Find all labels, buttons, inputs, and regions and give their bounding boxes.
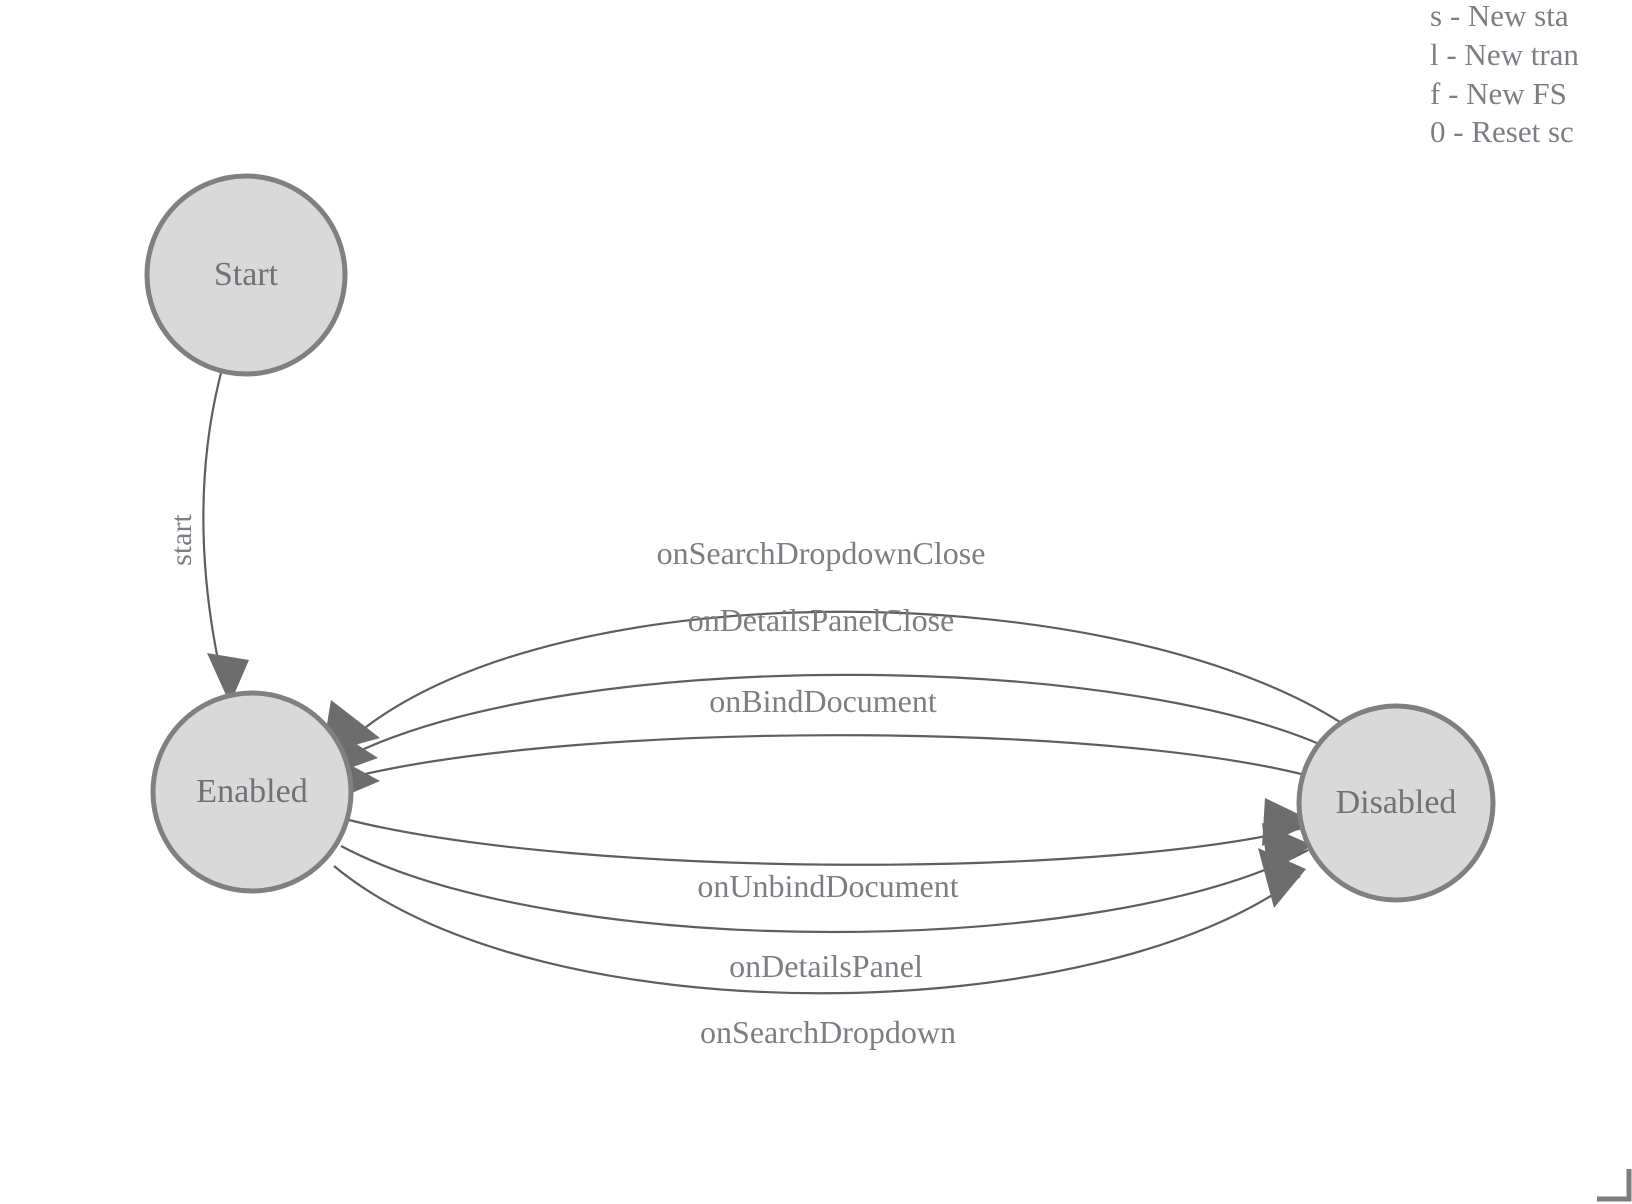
transition-ondetailspanelclose-path[interactable] — [350, 673, 1346, 757]
transition-label-onbinddocument: onBindDocument — [709, 683, 937, 719]
transition-onbinddocument-path[interactable] — [347, 734, 1337, 786]
transition-label-onunbinddocument: onUnbindDocument — [697, 868, 958, 904]
transition-onsearchdropdown-path[interactable] — [333, 865, 1301, 995]
state-node-start[interactable]: Start — [144, 173, 348, 377]
transition-disabled-to-enabled-onsearchdropdownclose[interactable]: onSearchDropdownClose — [322, 535, 1353, 754]
viewport-corner-marker — [1597, 1169, 1632, 1202]
state-node-enabled[interactable]: Enabled — [150, 690, 354, 894]
transition-enabled-to-disabled-onunbinddocument[interactable]: onUnbindDocument — [348, 798, 1319, 904]
state-node-disabled[interactable]: Disabled — [1296, 703, 1496, 903]
state-node-start-circle[interactable] — [144, 173, 348, 377]
state-node-enabled-label: Enabled — [196, 773, 307, 810]
transition-label-ondetailspanelclose: onDetailsPanelClose — [688, 602, 955, 638]
transition-onsearchdropdown-arrowhead — [1258, 848, 1306, 908]
transition-label-ondetailspanel: onDetailsPanel — [729, 948, 923, 984]
transition-ondetailspanel-path[interactable] — [340, 845, 1309, 934]
transition-enabled-to-disabled-ondetailspanel[interactable]: onDetailsPanel — [340, 823, 1312, 984]
help-legend-line-new-state: s - New sta — [1430, 0, 1569, 33]
transition-onsearchdropdownclose-path[interactable] — [355, 610, 1353, 736]
state-node-start-label: Start — [214, 256, 279, 293]
transition-label-onsearchdropdownclose: onSearchDropdownClose — [657, 535, 986, 571]
help-legend-line-new-transition: l - New tran — [1430, 37, 1579, 72]
transition-onunbinddocument-path[interactable] — [348, 818, 1319, 866]
transition-label-onsearchdropdown: onSearchDropdown — [700, 1014, 956, 1050]
transition-start-to-enabled-path[interactable] — [202, 372, 223, 661]
transition-start-to-enabled-arrowhead — [207, 653, 249, 704]
state-node-enabled-circle[interactable] — [150, 690, 354, 894]
transition-start-to-enabled[interactable]: start — [165, 372, 249, 704]
state-node-disabled-circle[interactable] — [1296, 703, 1496, 903]
help-legend-line-new-fsm: f - New FS — [1430, 76, 1567, 111]
transition-label-start: start — [165, 514, 198, 566]
transition-enabled-to-disabled-onsearchdropdown[interactable]: onSearchDropdown — [333, 848, 1306, 1050]
state-node-disabled-label: Disabled — [1336, 784, 1457, 821]
transition-disabled-to-enabled-onbinddocument[interactable]: onBindDocument — [326, 683, 1337, 804]
help-legend-line-reset-scale: 0 - Reset sc — [1430, 114, 1574, 149]
help-legend: s - New sta l - New tran f - New FS 0 - … — [1430, 0, 1579, 149]
